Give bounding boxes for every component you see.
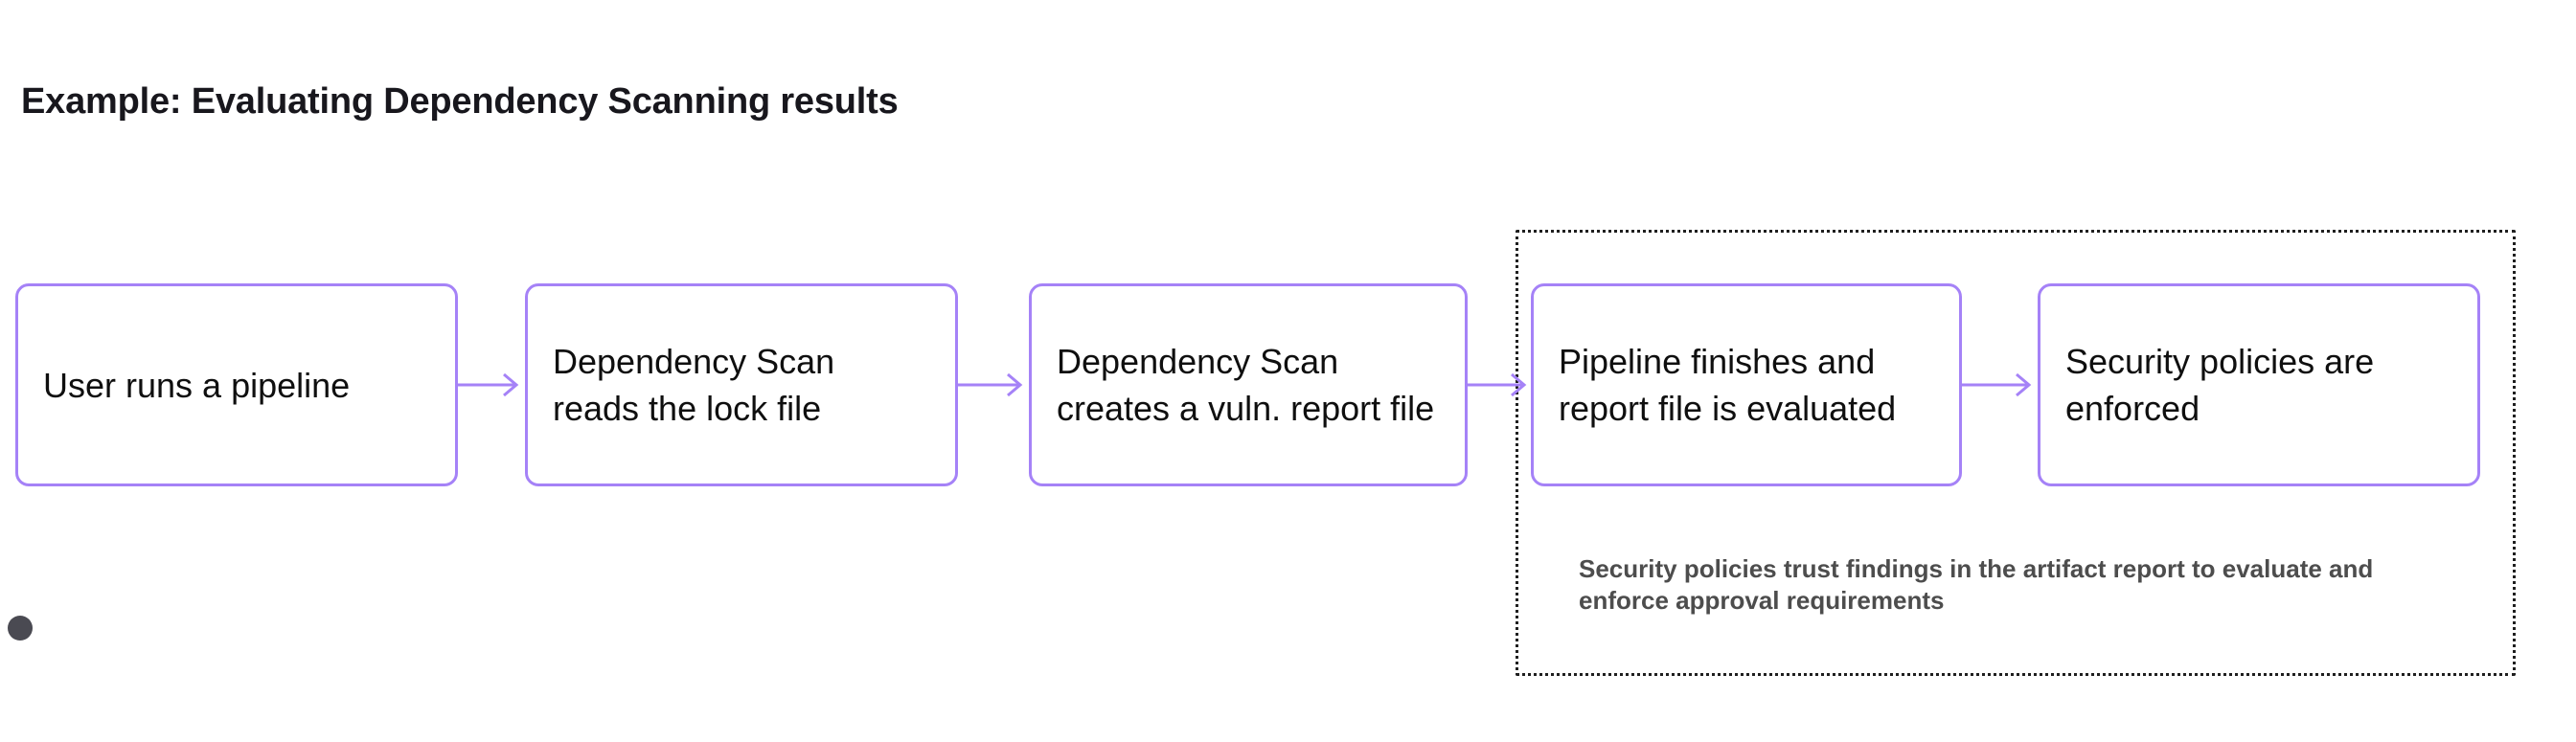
arrow-right-icon <box>1962 362 2040 408</box>
flow-node-label: User runs a pipeline <box>43 365 351 405</box>
connection-handle-icon[interactable] <box>8 616 33 641</box>
page-title: Example: Evaluating Dependency Scanning … <box>21 81 899 122</box>
flow-node-label: Dependency Scan creates a vuln. report f… <box>1057 342 1435 428</box>
flow-node-user-runs-pipeline[interactable]: User runs a pipeline <box>8 283 458 641</box>
flow-node-pipeline-finishes[interactable]: Pipeline finishes and report file is eva… <box>1531 283 1962 486</box>
security-policy-group-frame <box>1516 230 2516 676</box>
flow-node-scan-reads-lock-file[interactable]: Dependency Scan reads the lock file <box>525 283 958 486</box>
flow-node-scan-creates-report[interactable]: Dependency Scan creates a vuln. report f… <box>1029 283 1468 486</box>
flow-node-policies-enforced[interactable]: Security policies are enforced <box>2038 283 2480 486</box>
arrow-right-icon <box>458 362 527 408</box>
arrow-right-icon <box>958 362 1031 408</box>
security-policy-group-caption: Security policies trust findings in the … <box>1579 554 2374 615</box>
flow-node-label: Pipeline finishes and report file is eva… <box>1559 342 1897 428</box>
flow-node-label: Dependency Scan reads the lock file <box>553 342 835 428</box>
arrow-right-icon <box>1468 362 1533 408</box>
flow-node-label: Security policies are enforced <box>2065 342 2375 428</box>
